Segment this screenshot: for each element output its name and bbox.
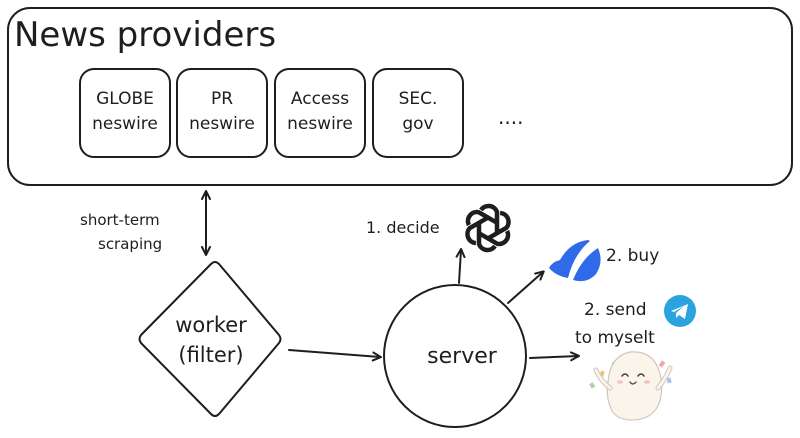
provider-card-access: Access neswire [274, 68, 366, 158]
worker-sublabel: (filter) [178, 343, 243, 367]
send-label-line1: 2. send [584, 300, 647, 320]
send-arrow [529, 351, 580, 362]
worker-label: worker [175, 313, 247, 337]
server-label: server [427, 344, 498, 369]
send-label-line2: to myselt [575, 328, 655, 348]
cheering-mascot-icon [589, 351, 673, 421]
provider-card-sec: SEC. gov [372, 68, 464, 158]
provider-type: neswire [189, 114, 255, 134]
provider-name: Access [291, 89, 349, 109]
decide-label: 1. decide [366, 218, 440, 237]
openai-logo-icon [465, 203, 511, 253]
provider-name: GLOBE [96, 89, 154, 109]
more-providers-ellipsis: .... [498, 105, 523, 129]
decide-arrow [455, 248, 466, 284]
provider-type: neswire [92, 114, 158, 134]
telegram-icon [664, 295, 696, 327]
buy-arrow [507, 270, 545, 304]
scraping-label-line1: short-term [80, 211, 160, 229]
worker-to-server-arrow [288, 349, 382, 362]
provider-name: SEC. [399, 89, 438, 109]
provider-type: neswire [287, 114, 353, 134]
provider-card-globe: GLOBE neswire [79, 68, 171, 158]
provider-type: gov [402, 114, 433, 134]
buy-label: 2. buy [606, 246, 659, 266]
broker-logo-icon [549, 240, 601, 282]
scraping-label-line2: scraping [98, 235, 162, 253]
worker-node: worker (filter) [138, 261, 282, 417]
provider-card-pr: PR neswire [176, 68, 268, 158]
news-providers-title: News providers [14, 15, 276, 55]
news-providers-group: News providers GLOBE neswire PR neswire … [7, 7, 793, 186]
server-node: server [383, 284, 527, 428]
provider-name: PR [211, 89, 233, 109]
news-providers-box [7, 7, 793, 186]
